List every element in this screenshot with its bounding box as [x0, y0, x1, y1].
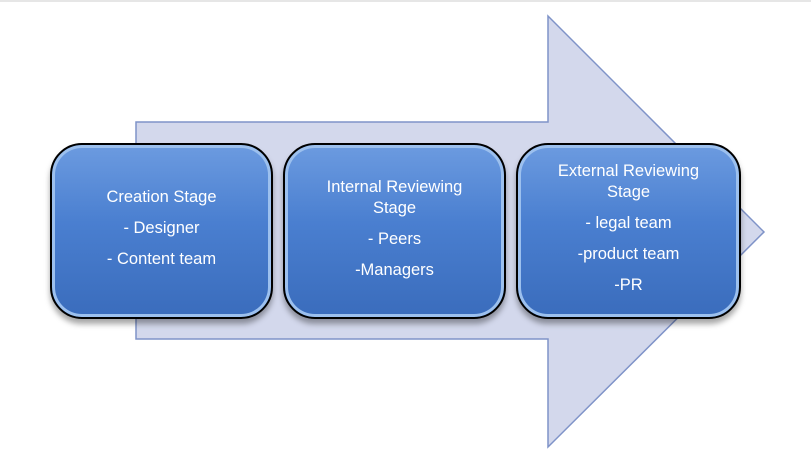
stage-item: - Peers	[367, 229, 422, 248]
stage-item: - Designer	[123, 219, 200, 237]
top-divider	[0, 0, 811, 2]
stage-item: - legal team	[585, 214, 672, 232]
stage-item: -PR	[614, 276, 643, 294]
stage-title: External Reviewing Stage	[557, 162, 700, 201]
stage-item: - Content team	[106, 250, 217, 268]
stage-item: -product team	[577, 245, 680, 263]
stage-item: -Managers	[355, 260, 434, 279]
stage-title: Creation Stage	[106, 188, 217, 206]
stage-box-creation: Creation Stage - Designer - Content team	[50, 143, 273, 319]
stage-box-internal-reviewing: Internal Reviewing Stage - Peers -Manage…	[283, 143, 506, 319]
stage-title: Internal Reviewing Stage	[326, 177, 463, 217]
stage-box-external-reviewing: External Reviewing Stage - legal team -p…	[516, 143, 741, 319]
